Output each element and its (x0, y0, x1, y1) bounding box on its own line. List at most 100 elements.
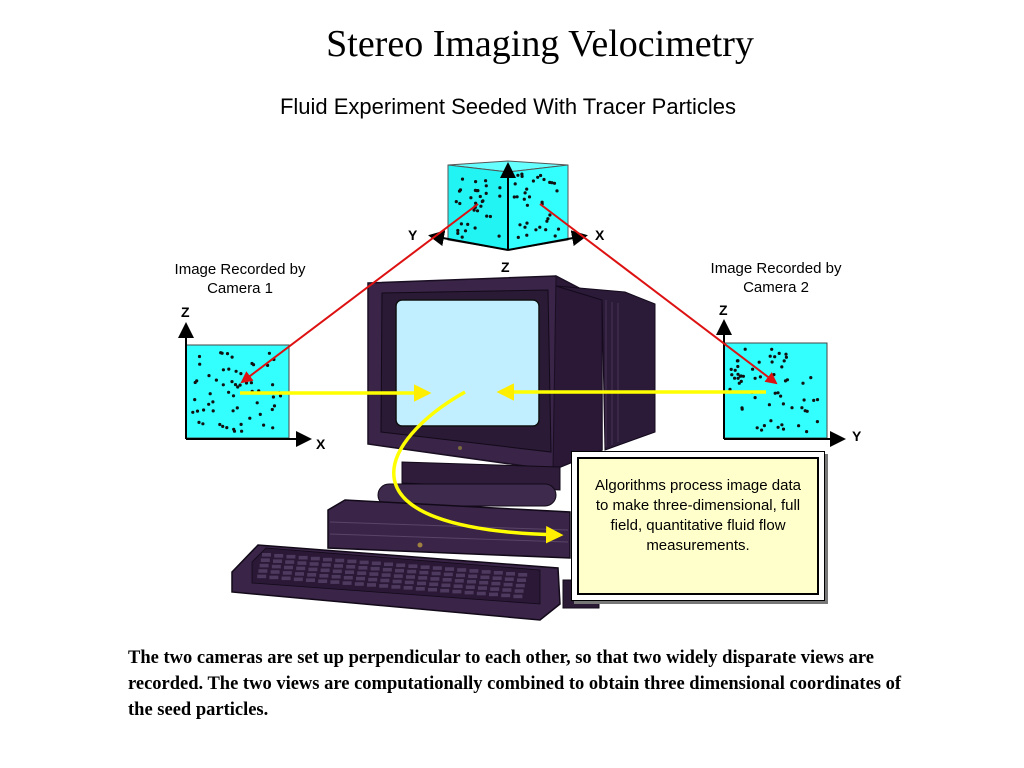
tracer-particle (550, 181, 554, 185)
keyboard-key (382, 567, 392, 572)
keyboard-key (453, 584, 463, 588)
tracer-particle (737, 381, 741, 385)
tracer-particle (221, 368, 225, 372)
keyboard-key (443, 572, 453, 577)
tracer-particle (781, 402, 786, 406)
tracer-particle (236, 385, 240, 389)
keyboard-key (432, 566, 442, 570)
page-title: Stereo Imaging Velocimetry (326, 23, 754, 65)
tracer-particle (515, 195, 519, 199)
keyboard-key (258, 569, 268, 573)
tracer-particle (472, 208, 476, 212)
tracer-particle (460, 235, 464, 239)
tracer-particle (553, 234, 557, 238)
keyboard-key (454, 579, 464, 583)
keyboard-key (293, 577, 303, 582)
keyboard-key (320, 568, 330, 573)
tracer-particle (193, 398, 197, 402)
camera-view-rays (240, 203, 778, 385)
tracer-particle (736, 372, 740, 376)
keyboard-key (296, 566, 306, 571)
keyboard-key (286, 554, 296, 559)
keyboard-key (503, 582, 513, 587)
tracer-particle (772, 373, 776, 377)
tracer-particle (548, 213, 552, 217)
keyboard-key (281, 576, 291, 581)
keyboard-key (284, 565, 293, 570)
keyboard-key (392, 579, 402, 584)
tracer-particle (801, 381, 805, 385)
keyboard-key (465, 585, 475, 589)
tracer-particle (770, 360, 774, 364)
tracer-particle (542, 177, 546, 182)
keyboard-key (506, 572, 515, 576)
tracer-particle (770, 347, 774, 351)
tracer-particle (473, 226, 477, 230)
keyboard-key (518, 573, 528, 577)
keyboard-key (431, 571, 441, 576)
tracer-particle (456, 231, 460, 235)
keyboard-key (319, 574, 329, 578)
camera1-axis-z-label: Z (181, 304, 190, 320)
camera2-axis-z-label: Z (719, 302, 728, 318)
keyboard-key (274, 554, 284, 558)
camera1-label-line1: Image Recorded by (174, 261, 306, 278)
tracer-particle (544, 228, 548, 232)
tracer-particle (729, 367, 733, 371)
keyboard-key (501, 593, 511, 598)
tracer-particle (753, 396, 757, 400)
diagram-caption: The two cameras are set up perpendicular… (128, 648, 902, 720)
keyboard-key (395, 568, 404, 573)
tracer-particle (520, 172, 524, 176)
keyboard-key (467, 579, 476, 584)
keyboard-key (368, 577, 378, 582)
tracer-particle (781, 427, 786, 431)
camera2-image-panel (716, 319, 846, 447)
tracer-particle (520, 174, 524, 178)
keyboard-key (318, 579, 328, 583)
keyboard-key (381, 573, 391, 577)
tracer-particle (485, 214, 489, 218)
tracer-particle (740, 406, 744, 410)
tracer-particle (728, 387, 732, 391)
keyboard-key (379, 584, 389, 588)
tracer-particle (552, 181, 557, 185)
tracer-particle (475, 209, 480, 213)
keyboard-key (346, 565, 356, 569)
camera1-label-line2: Camera 1 (207, 280, 273, 297)
keyboard-key (452, 589, 462, 594)
keyboard-key (464, 590, 474, 595)
tracer-particle (546, 217, 550, 221)
keyboard-key (407, 569, 417, 574)
keyboard-key (479, 580, 489, 585)
tracer-particle (271, 383, 275, 387)
keyboard-icon (231, 544, 561, 621)
keyboard-key (357, 571, 367, 575)
tracer-particle (231, 409, 235, 413)
keyboard-key (307, 573, 317, 577)
tracer-particle (536, 175, 540, 179)
keyboard-key (513, 594, 523, 599)
keyboard-key (262, 553, 271, 557)
keyboard-key (504, 577, 514, 581)
tracer-particle (527, 195, 532, 199)
keyboard-key (331, 574, 341, 579)
keyboard-key (269, 575, 279, 580)
keyboard-key (476, 591, 486, 596)
keyboard-key (259, 563, 269, 568)
tracer-particle (198, 362, 202, 366)
keyboard-key (493, 571, 503, 575)
tracer-particle (484, 179, 488, 183)
tracer-particle (232, 429, 237, 433)
tracer-particle (271, 395, 275, 399)
tracer-particle (784, 352, 788, 356)
tracer-particle (249, 381, 253, 385)
tracer-particle (218, 422, 222, 427)
keyboard-key (298, 555, 308, 560)
keyboard-key (517, 578, 526, 582)
tracer-particle (776, 391, 780, 395)
camera2-label-line2: Camera 2 (743, 279, 809, 296)
keyboard-key (306, 578, 315, 582)
tracer-particle (469, 196, 473, 200)
